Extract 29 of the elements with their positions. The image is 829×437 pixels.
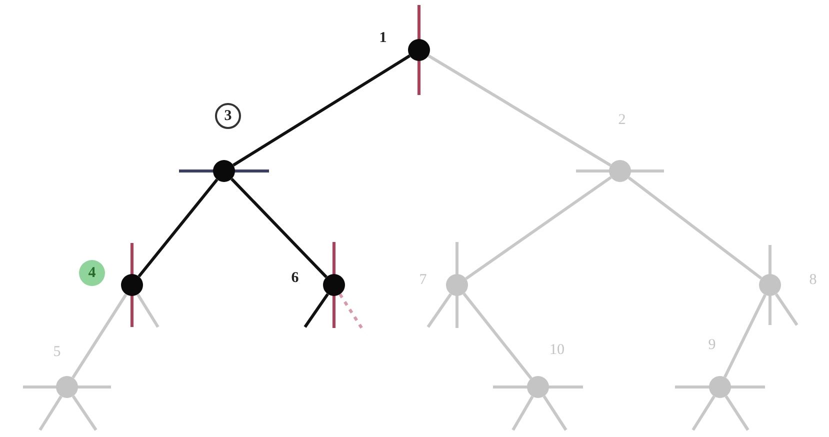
tree-node-dot xyxy=(121,274,143,296)
tree-node-dot xyxy=(323,274,345,296)
circled-number: 3 xyxy=(215,103,241,129)
tree-node-dot xyxy=(213,160,235,182)
tree-branch xyxy=(138,178,218,278)
tree-node-dot xyxy=(527,376,549,398)
tree-branch xyxy=(465,176,612,280)
tree-node-dot xyxy=(56,376,78,398)
tree-node-dot xyxy=(408,39,430,61)
tree-node-dot xyxy=(446,274,468,296)
node-number: 6 xyxy=(290,271,300,285)
node-number: 5 xyxy=(52,343,62,362)
tree-branch xyxy=(628,176,762,280)
tree-branch xyxy=(230,178,328,278)
node-number: 1 xyxy=(378,31,388,45)
circled-number: 4 xyxy=(79,260,105,286)
tree-node-dot xyxy=(709,376,731,398)
tree-branch xyxy=(724,294,766,378)
tree-branch xyxy=(72,293,128,379)
tree-branch xyxy=(428,54,612,167)
tree-branch xyxy=(232,54,410,166)
node-number: 8 xyxy=(808,271,818,290)
tree-node-dot xyxy=(759,274,781,296)
node-number: 10 xyxy=(548,341,566,360)
node-number: 2 xyxy=(617,111,627,130)
node-number: 7 xyxy=(418,271,428,290)
tree-node-dot xyxy=(609,160,631,182)
node-number: 9 xyxy=(707,336,717,355)
tree-branch xyxy=(462,292,532,380)
